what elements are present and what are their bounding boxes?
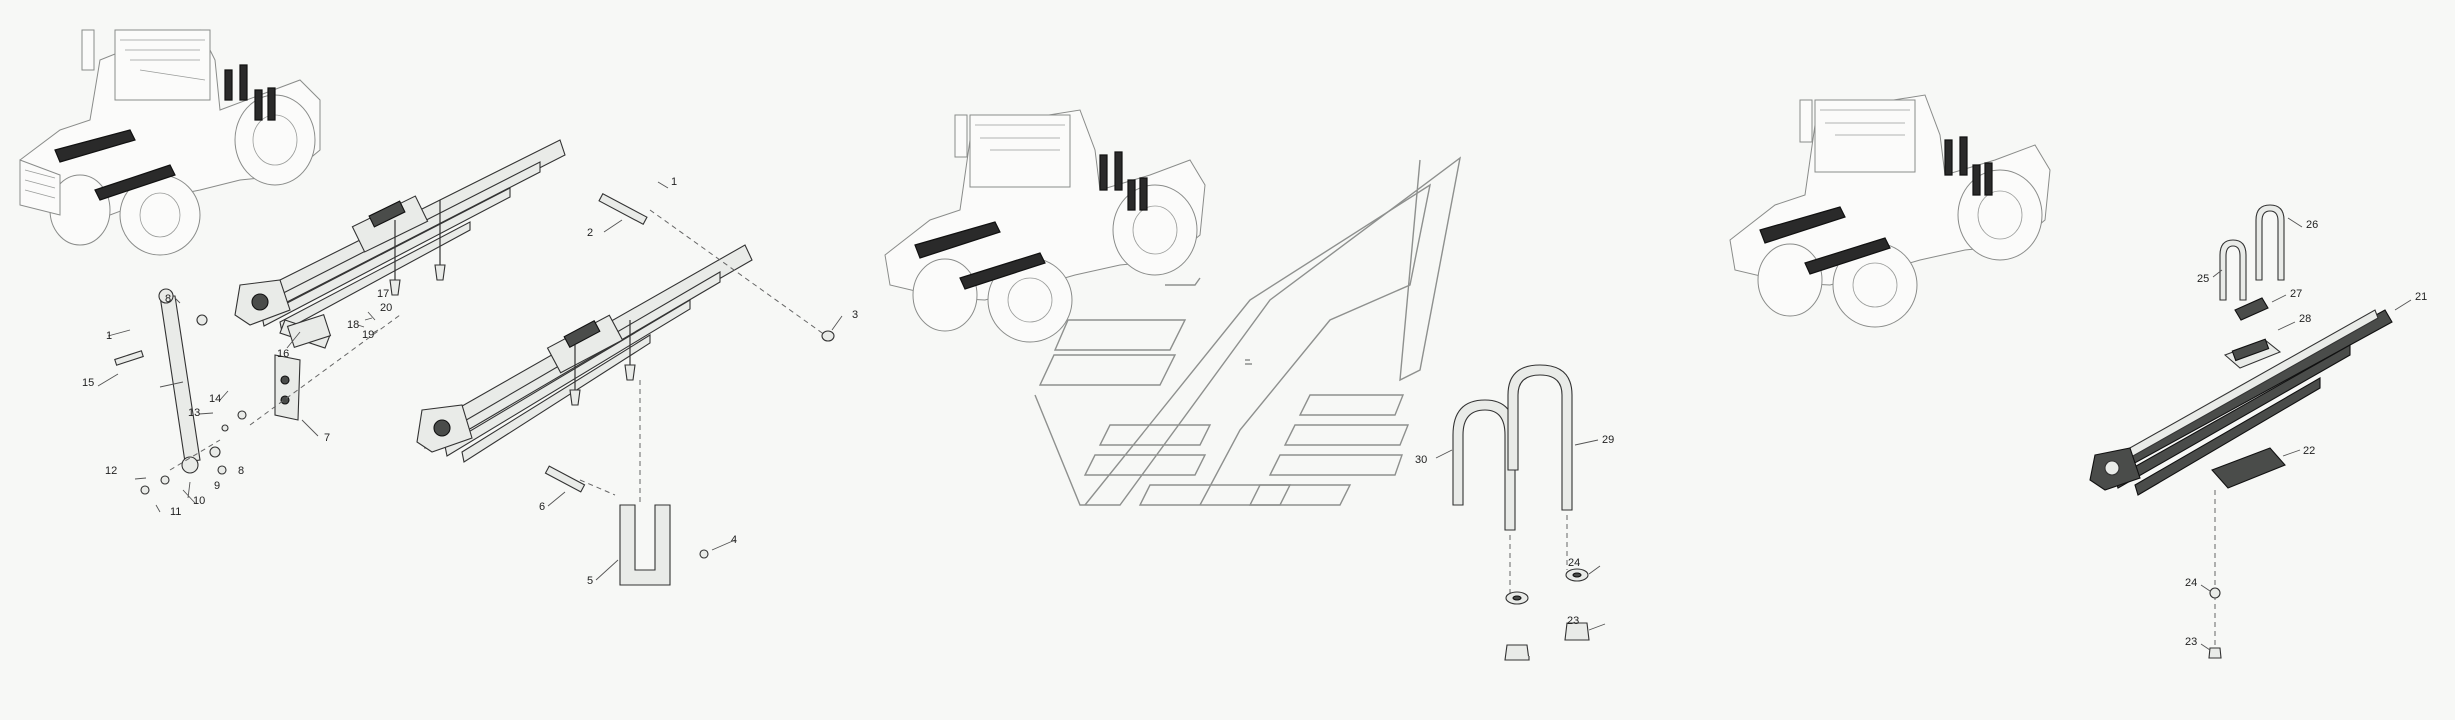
callout-29: 29 [1602,434,1614,446]
spring-assembly-right [2089,204,2393,659]
callout-12: 12 [105,465,117,477]
tractor-illustration-middle [884,109,1206,343]
callout-1: 1 [671,176,677,188]
callouts-left: 1 2 3 4 5 6 7 8 8 9 10 11 12 13 14 15 16… [82,176,858,587]
callout-14: 14 [209,393,221,405]
callout-25: 25 [2197,273,2209,285]
callouts-middle: 29 30 24 23 [1415,434,1614,631]
tractor-illustration-right [1729,94,2051,328]
u-bolts-middle [1452,364,1590,661]
callout-4: 4 [731,534,737,546]
brand-logo [1034,156,1462,506]
callout-24: 24 [1568,557,1580,569]
callout-16: 16 [277,348,289,360]
callout-22: 22 [2303,445,2315,457]
callouts-right: 21 22 23 24 25 26 27 28 [2185,217,2427,651]
callout-20: 20 [380,302,392,314]
leaf-spring-upper [234,139,566,333]
callout-23: 23 [1567,615,1579,627]
callout-23r: 23 [2185,636,2197,648]
callout-26: 26 [2306,219,2318,231]
callout-15: 15 [82,377,94,389]
tractor-illustration-left [19,29,321,256]
pin-parts [114,192,835,586]
callout-13: 13 [188,407,200,419]
leaf-spring-lower [416,244,753,463]
callout-2: 2 [587,227,593,239]
callout-6: 6 [539,501,545,513]
callout-7: 7 [324,432,330,444]
callout-28: 28 [2299,313,2311,325]
callout-5: 5 [587,575,593,587]
callout-8: 8 [165,293,171,305]
callout-8b: 8 [238,465,244,477]
callout-30: 30 [1415,454,1427,466]
callout-27: 27 [2290,288,2302,300]
callout-18: 18 [347,319,359,331]
callout-9: 9 [214,480,220,492]
callout-3: 3 [852,309,858,321]
callout-24r: 24 [2185,577,2197,589]
callout-21: 21 [2415,291,2427,303]
callout-17: 17 [377,288,389,300]
callout-19: 19 [362,329,374,341]
callout-1b: 1 [106,330,112,342]
callout-10: 10 [193,495,205,507]
callout-11: 11 [170,506,181,518]
